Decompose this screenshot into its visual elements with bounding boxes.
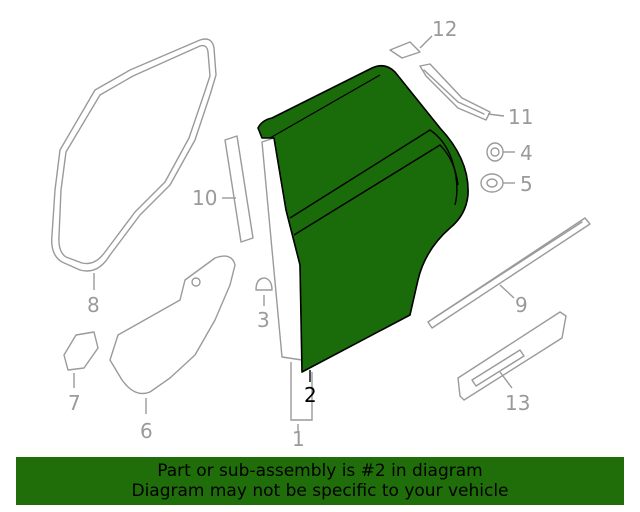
banner-line-2: Diagram may not be specific to your vehi… <box>131 481 509 501</box>
part-6-water-shield <box>109 255 236 395</box>
callout-labels: 1 2 3 4 5 6 7 8 9 10 11 12 13 <box>68 17 533 451</box>
part-13-lower-molding <box>457 311 567 401</box>
part-10-applique <box>224 135 254 243</box>
callout-6: 6 <box>140 419 153 443</box>
callout-3: 3 <box>257 308 270 332</box>
part-7-panel <box>63 331 99 371</box>
part-8-weatherstrip <box>51 38 217 272</box>
leader-lines <box>73 35 515 432</box>
part-12-clip <box>389 41 421 59</box>
banner-line-1: Part or sub-assembly is #2 in diagram <box>157 461 483 481</box>
part-4-grommet <box>486 142 504 162</box>
callout-2: 2 <box>304 383 317 407</box>
part-3-clip <box>255 277 273 291</box>
part-11-molding <box>419 63 491 121</box>
callout-13: 13 <box>505 391 530 415</box>
part-5-plug <box>480 173 504 193</box>
callout-1: 1 <box>292 427 305 451</box>
callout-11: 11 <box>508 105 533 129</box>
callout-4: 4 <box>520 141 533 165</box>
callout-7: 7 <box>68 391 81 415</box>
info-banner: Part or sub-assembly is #2 in diagram Di… <box>16 457 624 505</box>
callout-10: 10 <box>192 186 217 210</box>
parts-diagram: 1 2 3 4 5 6 7 8 9 10 11 12 13 <box>51 17 591 451</box>
callout-5: 5 <box>520 172 533 196</box>
callout-12: 12 <box>432 17 457 41</box>
callout-9: 9 <box>515 293 528 317</box>
part-2-door-panel <box>257 64 469 373</box>
callout-8: 8 <box>87 293 100 317</box>
part-9-sill-molding <box>427 217 591 329</box>
